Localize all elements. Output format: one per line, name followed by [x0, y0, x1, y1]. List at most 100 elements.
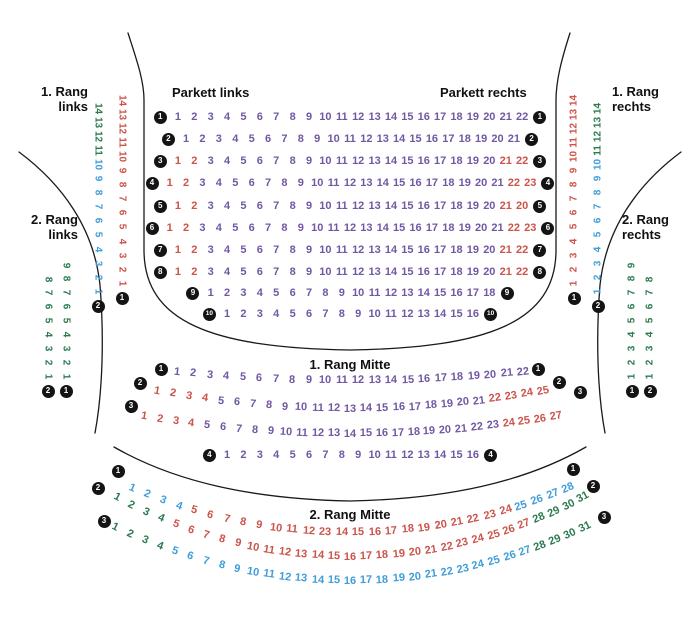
seat-number: 1 [207, 286, 214, 299]
seat-number: 1 [174, 265, 181, 278]
seat-number: 5 [232, 176, 239, 189]
seat-number: 23 [524, 176, 537, 189]
seat-number: 1 [166, 176, 173, 189]
seat-number: 11 [327, 221, 340, 234]
rang2-mitte-seat: 15 [352, 526, 365, 539]
seat-number: 21 [499, 110, 512, 123]
row-badge: 4 [541, 176, 555, 190]
seat-number: 16 [417, 243, 430, 256]
seat-number: 18 [450, 199, 463, 212]
row-badge: 3 [97, 514, 111, 528]
row-badge: 1 [567, 291, 581, 305]
seat-number: 6 [305, 307, 313, 320]
seat-number: 9 [305, 110, 313, 123]
row-badge: 4 [484, 448, 498, 462]
seat-number: 11 [344, 132, 356, 145]
seat-number: 10 [311, 176, 324, 189]
rang1-mitte-seat: 14 [384, 373, 398, 387]
row-badge: 3 [597, 510, 611, 524]
seat-number: 20 [483, 199, 496, 212]
seat-number: 10 [352, 286, 365, 299]
seat-number: 6 [305, 448, 313, 461]
row-badge: 10 [484, 307, 498, 321]
row-badge: 6 [541, 221, 555, 235]
seat-number: 6 [256, 199, 263, 212]
seat-number: 19 [466, 199, 480, 212]
rang1_links-seat: 1 [116, 280, 128, 287]
right-wall-line [597, 151, 682, 434]
seat-number: 1 [174, 154, 181, 167]
seat-number: 14 [384, 110, 398, 123]
seat-number: 20 [483, 110, 496, 123]
seat-number: 3 [215, 132, 222, 145]
rang1-mitte-seat: 12 [352, 374, 365, 387]
row-badge: 2 [643, 384, 657, 398]
seat-number: 10 [319, 199, 332, 212]
rang2_rechts-seat: 1 [644, 373, 656, 380]
seat-number: 13 [368, 154, 381, 167]
seat-number: 15 [450, 307, 463, 320]
row-badge: 2 [41, 384, 55, 398]
rang2-mitte-seat: 16 [343, 550, 357, 563]
seat-number: 13 [368, 110, 381, 123]
seat-number: 10 [319, 110, 332, 123]
seat-number: 12 [352, 265, 365, 278]
rang1_rechts-seat: 1 [568, 280, 580, 287]
seat-number: 5 [240, 110, 247, 123]
seat-number: 2 [240, 448, 247, 461]
seat-number: 12 [343, 221, 357, 234]
label-rang2-links: 2. Rang links [31, 212, 78, 242]
seat-number: 9 [355, 448, 362, 461]
seat-number: 21 [507, 132, 521, 145]
seat-number: 3 [199, 176, 206, 189]
seat-number: 15 [401, 199, 414, 212]
seat-number: 18 [450, 243, 463, 256]
row-badge: 3 [573, 385, 587, 399]
parkett-wall-line [127, 32, 571, 351]
row-badge: 3 [153, 154, 167, 168]
seat-number: 5 [248, 132, 255, 145]
seat-number: 13 [368, 199, 381, 212]
seat-number: 2 [191, 199, 198, 212]
seat-number: 16 [466, 307, 480, 320]
row-badge: 1 [59, 384, 73, 398]
seat-number: 4 [224, 199, 231, 212]
rang2_rechts-seat: 1 [626, 373, 638, 379]
seat-number: 19 [466, 265, 480, 278]
row-badge: 2 [552, 375, 566, 389]
row-badge: 2 [586, 479, 600, 493]
seat-number: 7 [305, 286, 313, 299]
seat-number: 19 [474, 132, 488, 145]
row-badge: 3 [124, 399, 138, 413]
seat-number: 3 [199, 221, 206, 234]
seat-number: 1 [224, 307, 231, 320]
row-badge: 1 [111, 464, 125, 478]
seat-number: 16 [417, 154, 430, 167]
rang1-mitte-seat: 14 [343, 427, 357, 440]
seat-number: 19 [458, 176, 471, 189]
seat-number: 15 [434, 286, 447, 299]
seat-number: 1 [183, 132, 190, 145]
seat-number: 10 [319, 243, 332, 256]
seat-number: 5 [240, 154, 247, 167]
seat-number: 2 [191, 110, 198, 123]
seat-number: 21 [499, 265, 512, 278]
seat-number: 8 [289, 154, 296, 167]
seat-number: 22 [515, 110, 529, 123]
seat-number: 6 [256, 154, 263, 167]
seat-number: 17 [434, 265, 447, 278]
seat-number: 2 [224, 286, 231, 299]
seat-number: 18 [450, 154, 463, 167]
label-rang2-rechts: 2. Rang rechts [622, 212, 669, 242]
seat-number: 7 [273, 265, 280, 278]
seat-number: 8 [289, 110, 296, 123]
seat-number: 17 [434, 154, 447, 167]
seat-number: 5 [289, 307, 296, 320]
seat-number: 8 [297, 132, 304, 145]
row-badge: 10 [202, 307, 216, 321]
seat-number: 9 [305, 199, 313, 212]
